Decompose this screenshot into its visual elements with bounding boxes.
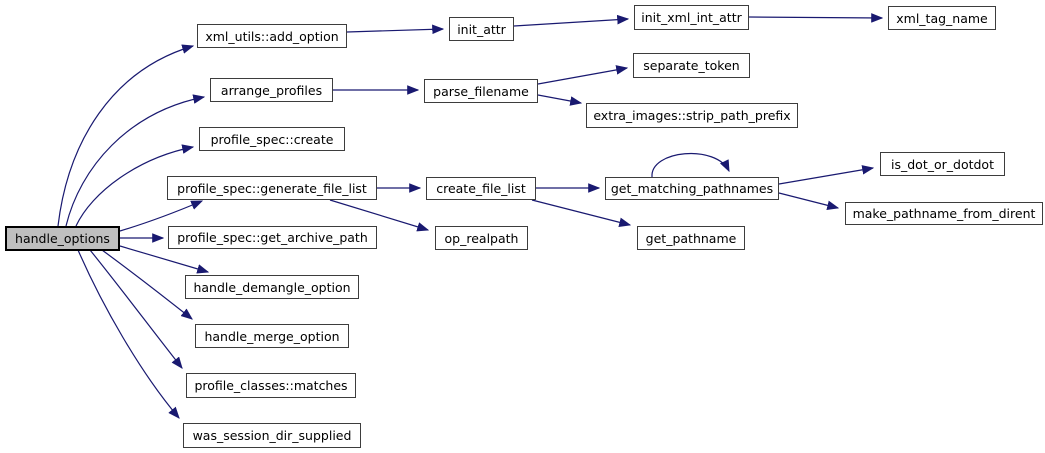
edge-parse_filename-to-extra_images_strip_path_prefix [537,94,583,106]
edge-create_file_list-to-get_pathname [531,199,632,227]
edge-handle_options-to-profile_classes_matches [89,249,183,369]
node-profile_spec-get_archive_path[interactable]: profile_spec::get_archive_path [168,226,377,249]
node-arrange_profiles[interactable]: arrange_profiles [210,78,333,102]
node-init_xml_int_attr[interactable]: init_xml_int_attr [634,5,749,30]
node-get_matching_pathnames[interactable]: get_matching_pathnames [605,177,779,200]
edge-init_xml_int_attr-to-xml_tag_name [748,13,884,23]
node-is_dot_or_dotdot[interactable]: is_dot_or_dotdot [880,152,1005,176]
node-xml_utils-add_option[interactable]: xml_utils::add_option [197,24,347,48]
node-xml_tag_name[interactable]: xml_tag_name [888,6,996,30]
node-extra_images-strip_path_prefix[interactable]: extra_images::strip_path_prefix [586,103,798,128]
node-make_pathname_from_dirent[interactable]: make_pathname_from_dirent [845,202,1043,225]
node-parse_filename[interactable]: parse_filename [424,79,538,103]
edge-handle_options-to-arrange_profiles [65,94,206,227]
node-handle_merge_option[interactable]: handle_merge_option [195,324,349,348]
edge-handle_options-to-handle_merge_option [101,249,193,320]
node-op_realpath[interactable]: op_realpath [435,226,528,250]
edge-init_attr-to-init_xml_int_attr [513,14,630,27]
node-profile_spec-generate_file_list[interactable]: profile_spec::generate_file_list [167,176,377,200]
edge-get_matching_pathnames-to-make_pathname_from_dirent [778,192,840,210]
node-handle_demangle_option[interactable]: handle_demangle_option [185,275,359,299]
edge-get_matching_pathnames-to-is_dot_or_dotdot [778,165,875,185]
edge-get_matching_pathnames-self-loop [651,152,730,178]
node-get_pathname[interactable]: get_pathname [637,226,745,250]
node-was_session_dir_supplied[interactable]: was_session_dir_supplied [183,423,361,448]
edge-handle_options-to-handle_demangle_option [119,245,210,274]
edge-xml_utils_add_option-to-init_attr [346,24,445,35]
edge-parse_filename-to-separate_token [537,65,629,85]
node-profile_spec-create[interactable]: profile_spec::create [199,127,345,151]
node-profile_classes-matches[interactable]: profile_classes::matches [186,373,356,398]
node-init_attr[interactable]: init_attr [449,17,514,41]
node-create_file_list[interactable]: create_file_list [426,177,536,200]
node-handle_options: handle_options [5,226,120,251]
node-separate_token[interactable]: separate_token [633,53,750,78]
edge-handle_options-to-was_session_dir_supplied [77,249,180,419]
